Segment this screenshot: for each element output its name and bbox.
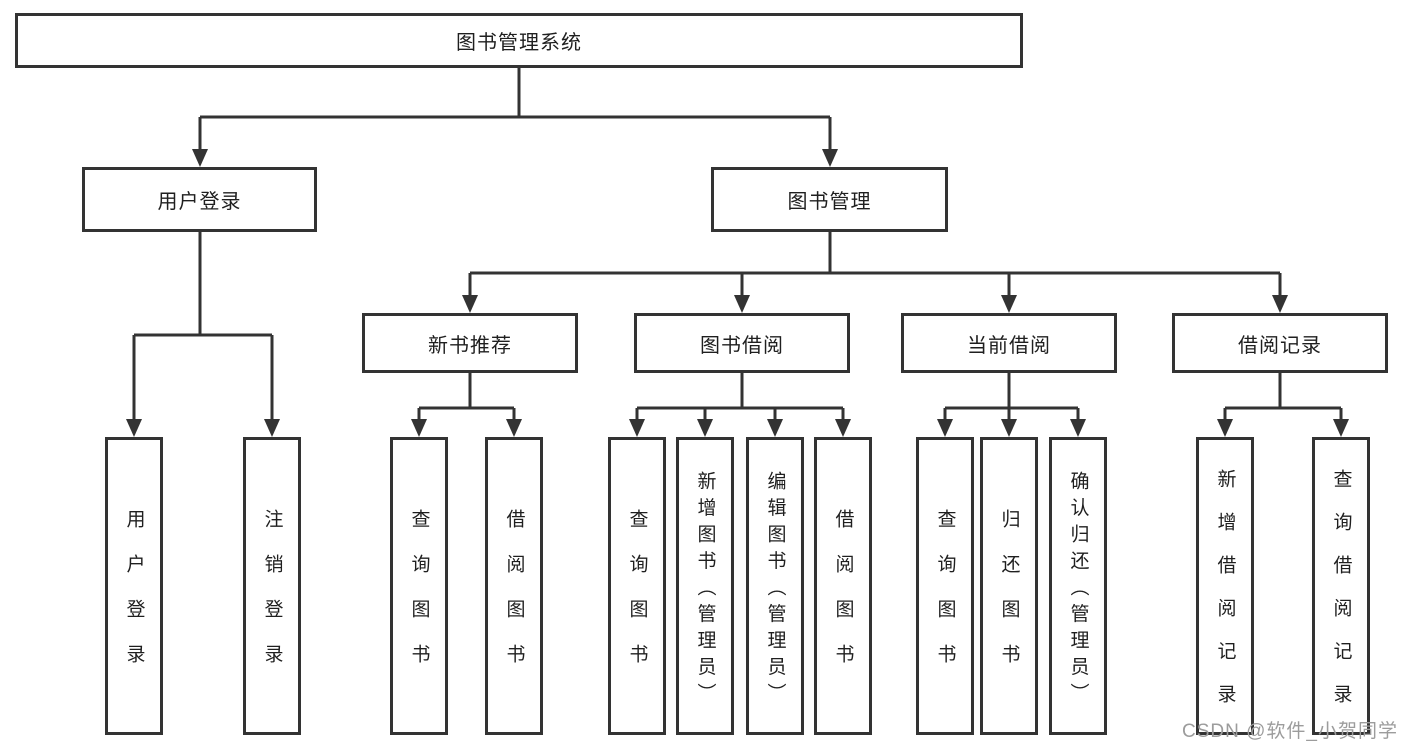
leaf-label: 归还图书: [998, 509, 1020, 689]
leaf-label: 借阅图书: [503, 509, 525, 689]
leaf-label: 注销登录: [261, 509, 283, 689]
leaf-query-borrow-record: 查询借阅记录: [1312, 437, 1370, 735]
node-label: 新书推荐: [428, 334, 512, 357]
node-label: 图书管理: [787, 191, 872, 213]
leaf-label: 查询图书: [408, 509, 430, 689]
leaf-label: 编辑图书（管理员）: [764, 470, 786, 710]
node-borrow-records: 借阅记录: [1172, 313, 1388, 373]
leaf-edit-books-admin: 编辑图书（管理员）: [746, 437, 804, 735]
leaf-label: 新增借阅记录: [1214, 469, 1236, 727]
leaf-borrow-books: 借阅图书: [814, 437, 872, 735]
leaf-user-login: 用户登录: [105, 437, 163, 735]
leaf-query-books-current: 查询图书: [916, 437, 974, 735]
node-label: 当前借阅: [967, 334, 1051, 357]
node-label: 借阅记录: [1238, 334, 1322, 357]
node-current-borrow: 当前借阅: [901, 313, 1117, 373]
leaf-borrow-books-recommend: 借阅图书: [485, 437, 543, 735]
node-library-management-system: 图书管理系统: [15, 13, 1023, 68]
leaf-label: 查询图书: [934, 509, 956, 689]
leaf-query-books-borrow: 查询图书: [608, 437, 666, 735]
leaf-label: 查询借阅记录: [1330, 469, 1352, 727]
leaf-label: 用户登录: [123, 509, 145, 689]
leaf-label: 确认归还（管理员）: [1067, 470, 1089, 710]
leaf-logout: 注销登录: [243, 437, 301, 735]
leaf-return-books: 归还图书: [980, 437, 1038, 735]
leaf-label: 新增图书（管理员）: [694, 470, 716, 710]
node-label: 图书借阅: [700, 334, 784, 357]
node-book-management: 图书管理: [711, 167, 948, 232]
csdn-watermark: CSDN @软件_小贺同学: [1182, 721, 1398, 742]
leaf-confirm-return-admin: 确认归还（管理员）: [1049, 437, 1107, 735]
leaf-label: 查询图书: [626, 509, 648, 689]
node-label: 用户登录: [157, 191, 242, 213]
node-label: 图书管理系统: [456, 32, 582, 54]
leaf-query-books-recommend: 查询图书: [390, 437, 448, 735]
node-book-borrow: 图书借阅: [634, 313, 850, 373]
leaf-add-books-admin: 新增图书（管理员）: [676, 437, 734, 735]
leaf-label: 借阅图书: [832, 509, 854, 689]
node-user-login: 用户登录: [82, 167, 317, 232]
node-new-book-recommend: 新书推荐: [362, 313, 578, 373]
leaf-add-borrow-record: 新增借阅记录: [1196, 437, 1254, 735]
arrowheads: [126, 149, 1349, 437]
